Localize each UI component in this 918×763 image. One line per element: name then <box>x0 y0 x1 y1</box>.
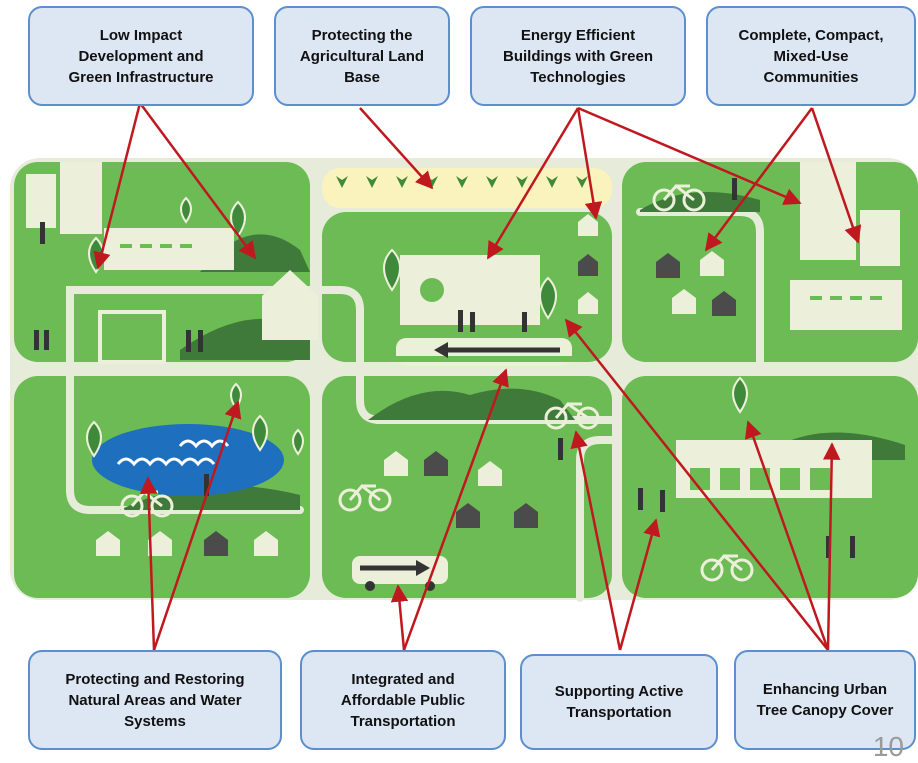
label-agricultural-land-base: Protecting the Agricultural Land Base <box>274 6 450 106</box>
label-complete-communities: Complete, Compact, Mixed-Use Communities <box>706 6 916 106</box>
arrow-energy-2 <box>576 107 603 220</box>
school-house <box>262 270 318 340</box>
page-number: 10 <box>872 731 904 762</box>
office-tower-left <box>60 162 102 234</box>
arrow-active-1 <box>570 430 622 651</box>
arrow-transit-2 <box>402 368 509 651</box>
bus <box>352 556 448 591</box>
warehouse-right <box>790 280 902 330</box>
label-energy-efficient-buildings: Energy Efficient Buildings with Green Te… <box>470 6 686 106</box>
tower-right-2 <box>860 210 900 266</box>
trees <box>86 196 748 458</box>
arrow-complete-2 <box>810 107 862 244</box>
field-frame <box>98 310 166 364</box>
office-tall-left <box>26 174 56 228</box>
farm-strip <box>322 168 612 208</box>
arrow-lid-1 <box>93 102 142 270</box>
arrow-canopy-3 <box>822 442 841 651</box>
label-natural-areas: Protecting and Restoring Natural Areas a… <box>28 650 282 750</box>
tram <box>396 338 572 366</box>
houses-light <box>96 214 724 556</box>
arrow-canopy-1 <box>564 318 829 651</box>
lake-waves <box>116 439 230 467</box>
pedestrians <box>34 178 855 558</box>
arrow-transit-1 <box>390 584 409 651</box>
hill-bottom-left <box>120 485 300 510</box>
bicycles <box>120 183 754 582</box>
label-active-transportation: Supporting Active Transportation <box>520 654 718 750</box>
houses-dark <box>204 253 736 556</box>
arrow-energy-3 <box>577 106 802 205</box>
arrow-lid-2 <box>138 102 257 260</box>
arrow-energy-1 <box>486 107 580 260</box>
hill-center <box>368 388 575 420</box>
label-public-transportation: Integrated and Affordable Public Transpo… <box>300 650 506 750</box>
block-bottom-center <box>322 376 612 598</box>
crop-row <box>336 176 588 188</box>
arrow-agri-1 <box>359 107 434 190</box>
label-urban-tree-canopy: Enhancing Urban Tree Canopy Cover <box>734 650 916 750</box>
arrow-canopy-2 <box>744 420 830 651</box>
arrow-natural-2 <box>152 400 242 651</box>
warehouse-left <box>104 228 234 270</box>
label-low-impact-development: Low Impact Development and Green Infrast… <box>28 6 254 106</box>
arrows <box>93 102 862 651</box>
arrow-natural-1 <box>139 476 158 651</box>
arrow-active-2 <box>618 518 661 651</box>
arrow-complete-1 <box>704 107 814 252</box>
